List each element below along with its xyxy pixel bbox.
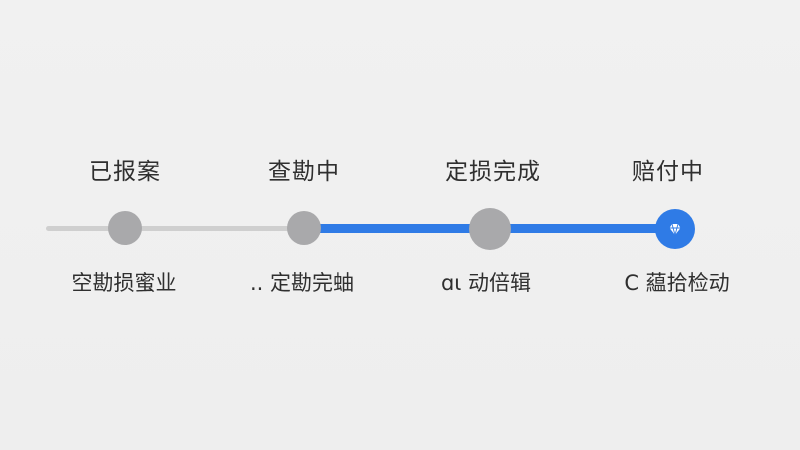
step-title-loss-assessed: 定损完成	[445, 159, 541, 185]
step-subtitle-loss-assessed: ɑɩ 动倍辑	[440, 271, 532, 295]
step-title-reported: 已报案	[89, 159, 161, 185]
step-node-reported	[108, 211, 142, 245]
step-title-paying: 赔付中	[632, 159, 704, 185]
step-title-surveying: 查勘中	[268, 159, 340, 185]
step-node-paying-current	[655, 209, 695, 249]
step-node-loss-assessed	[469, 208, 511, 250]
diamond-icon	[669, 223, 681, 237]
step-subtitle-surveying: .. 定勘完蚰	[249, 271, 355, 295]
inactive-progress-track	[46, 226, 306, 231]
step-subtitle-reported: 空勘损蜜业	[71, 271, 177, 295]
step-node-surveying	[287, 211, 321, 245]
step-subtitle-paying: C 藴拾检动	[624, 271, 730, 295]
